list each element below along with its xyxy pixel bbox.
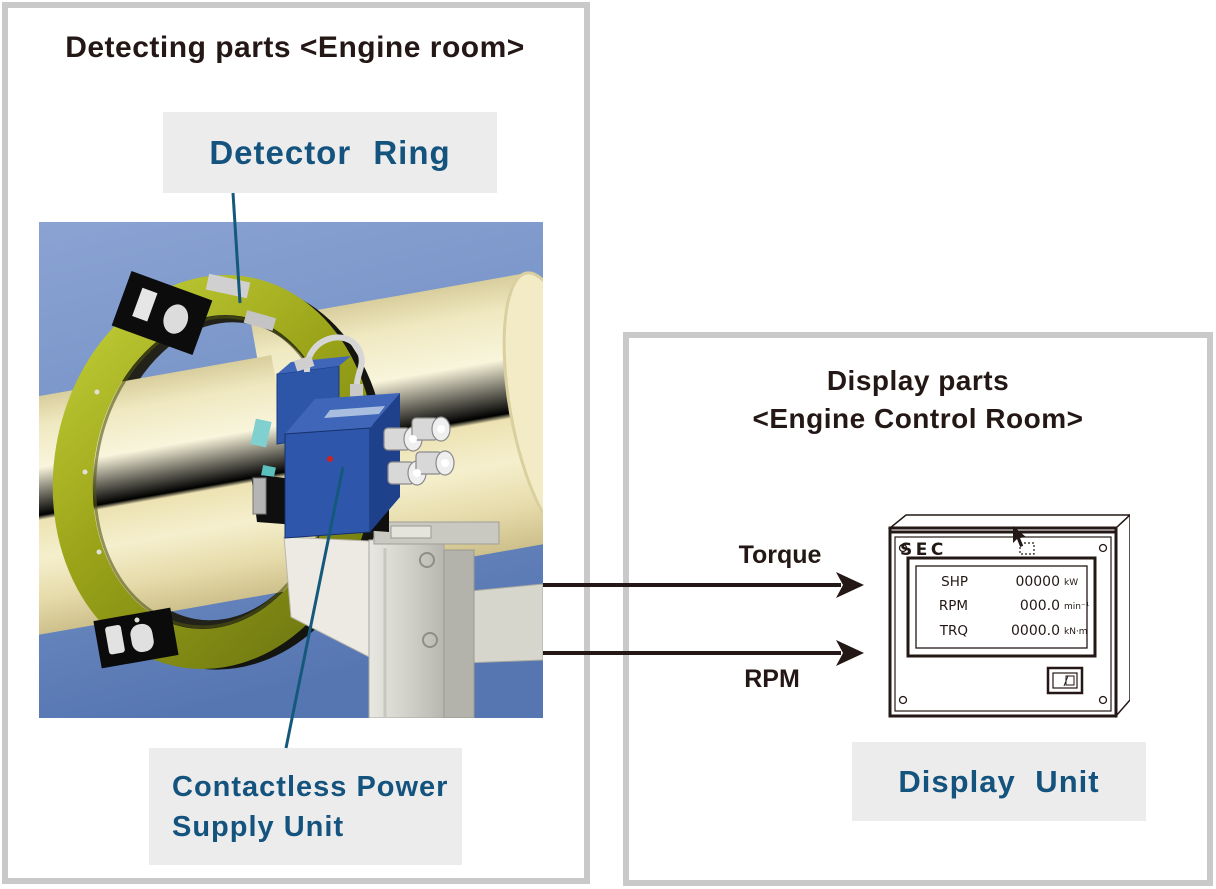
screw-bottom-right [1098,695,1108,705]
power-switch [1046,666,1084,695]
power-supply-label-line2: Supply Unit [172,810,345,843]
screw-top-left [898,543,908,553]
row-shp-label: SHP [941,574,968,590]
row-trq-label: TRQ [939,623,968,639]
display-parts-title: Display parts <Engine Control Room> [633,362,1203,438]
row-rpm-value: 000.0 [1020,598,1060,614]
mouse-cursor-icon [1013,526,1026,547]
row-rpm-unit: min⁻¹ [1064,602,1090,612]
display-unit-drawing: SEC SHP 00000 kW RPM 000.0 min⁻¹ TRQ 000… [878,510,1132,724]
display-parts-title-line1: Display parts [826,365,1010,396]
torque-signal-label: Torque [738,541,822,569]
detecting-parts-title: Detecting parts <Engine room> [65,31,525,64]
screw-bottom-left [898,695,908,705]
row-shp-unit: kW [1064,578,1078,588]
device-right-face [1115,513,1131,718]
cursor-selection-box [1019,542,1035,555]
photo-illustration [0,222,598,719]
device-top-face [887,514,1132,529]
display-unit-svg: SEC SHP 00000 kW RPM 000.0 min⁻¹ TRQ 000… [887,513,1132,718]
display-unit-label: Display Unit [852,742,1146,821]
lcd-outer-frame [906,556,1097,658]
detector-ring-label: Detector Ring [163,112,497,193]
rpm-signal-label: RPM [744,665,800,693]
lcd-screen [915,565,1088,649]
clamp-bolt [252,477,267,515]
detector-ring-photo [0,222,598,719]
row-trq-unit: kN·m [1064,627,1088,637]
display-parts-title-line2: <Engine Control Room> [752,403,1084,434]
power-supply-label-line1: Contactless Power [172,770,449,803]
row-rpm-label: RPM [939,598,968,614]
row-trq-value: 0000.0 [1011,623,1060,639]
screw-top-right [1098,543,1108,553]
device-brand: SEC [900,540,947,560]
row-shp-value: 00000 [1015,574,1060,590]
power-supply-label: Contactless Power Supply Unit [149,748,462,865]
